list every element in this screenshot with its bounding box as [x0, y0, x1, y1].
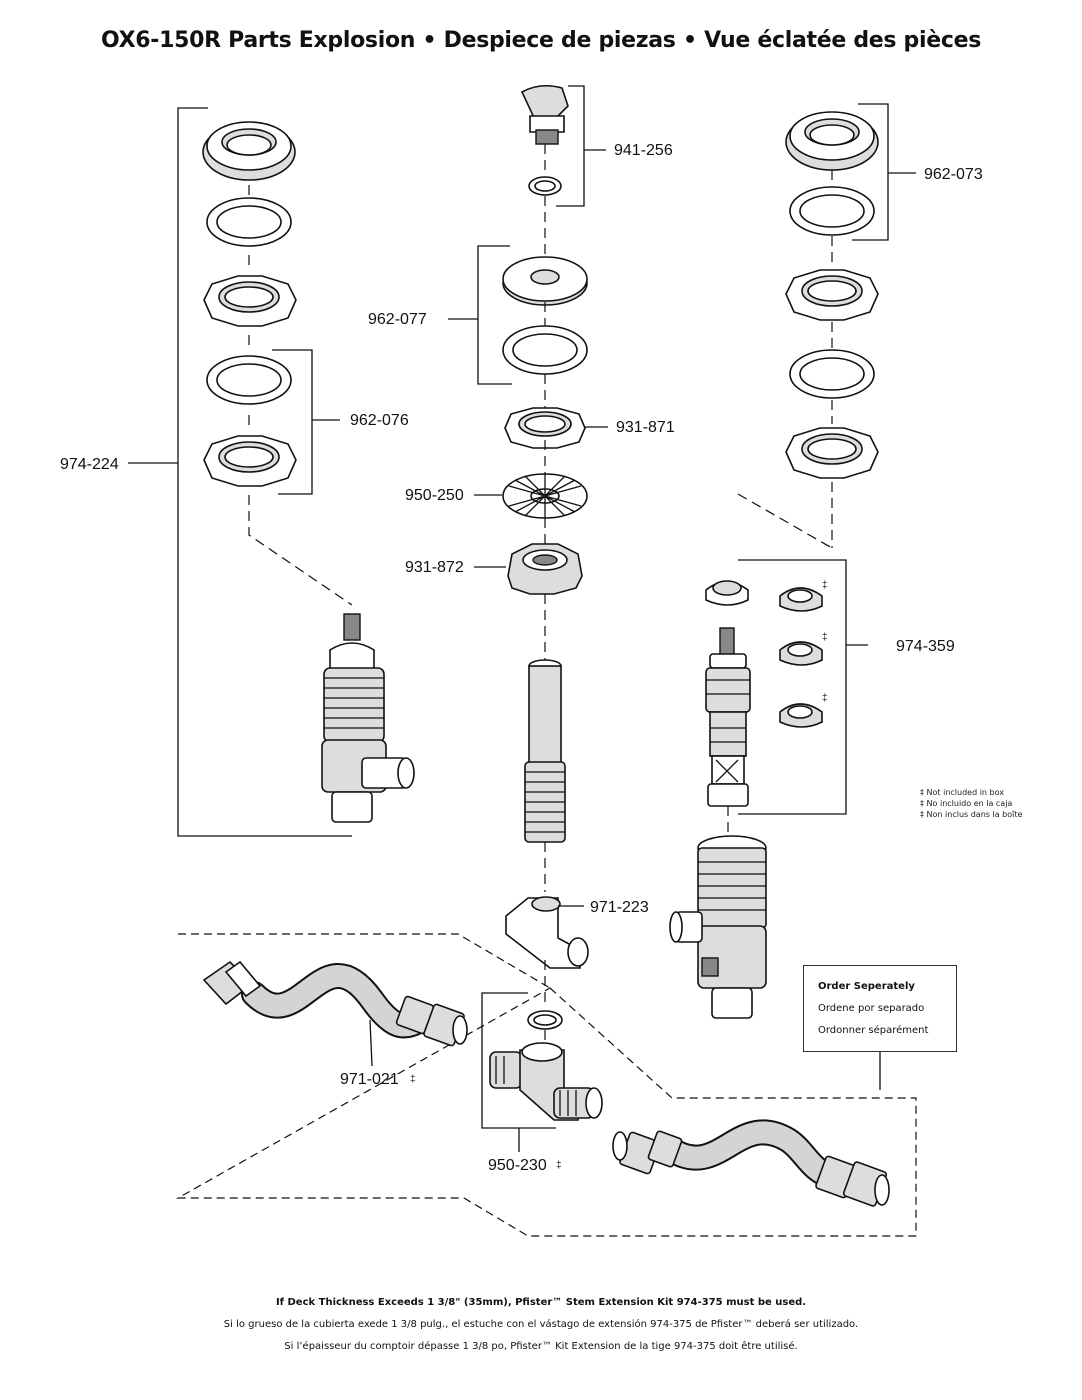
mark-alt-stop-2: ‡ [822, 632, 828, 643]
tee-950-230 [489, 1042, 603, 1121]
label-950-230: 950-230 [488, 1157, 547, 1174]
deck-thickness-footer: If Deck Thickness Exceeds 1 3/8" (35mm),… [0, 1292, 1082, 1358]
cartridge-stop [705, 580, 749, 606]
label-931-872: 931-872 [405, 559, 464, 576]
handle-adapter [520, 84, 569, 145]
footer-line-es: Si lo grueso de la cubierta exede 1 3/8 … [223, 1319, 859, 1330]
right-locknut-2 [785, 427, 879, 479]
label-950-250: 950-250 [405, 487, 464, 504]
order-separately-box: Order Seperately Ordene por separado Ord… [803, 965, 957, 1052]
mark-alt-stop-1: ‡ [822, 580, 828, 591]
label-962-077: 962-077 [368, 311, 427, 328]
order-line-en: Order Seperately [818, 981, 915, 992]
right-guide-line [737, 493, 833, 549]
left-locknut-2 [203, 435, 297, 487]
alt-stop-2 [779, 641, 823, 666]
not-included-note: ‡ Not included in box ‡ No incluido en l… [920, 788, 1023, 819]
bonnet-nut-931-872 [507, 543, 583, 595]
right-locknut-1 [785, 269, 879, 321]
right-washer-3 [789, 349, 875, 399]
mark-971-021: ‡ [410, 1074, 416, 1085]
hose-group-outline [175, 933, 917, 1237]
left-washer-3 [206, 355, 292, 405]
order-line-es: Ordene por separado [818, 1003, 925, 1014]
right-valve-body [669, 835, 767, 1019]
label-941-256: 941-256 [614, 142, 673, 159]
label-931-871: 931-871 [616, 419, 675, 436]
label-962-073: 962-073 [924, 166, 983, 183]
o-ring-941 [528, 176, 562, 196]
alt-stop-1 [779, 587, 823, 612]
bracket-974-359 [738, 559, 847, 815]
o-ring-950-230 [527, 1010, 563, 1030]
bracket-962-073 [852, 103, 889, 241]
alt-stop-3 [779, 703, 823, 728]
center-washer-1 [502, 256, 588, 306]
tee-971-223 [505, 896, 589, 969]
left-washer-1 [202, 121, 296, 181]
bracket-941-256 [556, 85, 585, 207]
mark-alt-stop-3: ‡ [822, 693, 828, 704]
left-washer-2 [206, 197, 292, 247]
label-962-076: 962-076 [350, 412, 409, 429]
left-supply-hose [202, 960, 468, 1047]
left-locknut-1 [203, 275, 297, 327]
page-title: OX6-150R Parts Explosion • Despiece de p… [100, 28, 982, 53]
footer-line-fr: Si l’épaisseur du comptoir dépasse 1 3/8… [284, 1341, 798, 1352]
right-supply-hose [612, 1119, 890, 1207]
bracket-962-077 [477, 245, 512, 385]
mark-950-230: ‡ [556, 1160, 562, 1171]
left-guide-line [248, 495, 353, 606]
label-971-021: 971-021 [340, 1071, 399, 1088]
bonnet-nut-931-871 [504, 407, 586, 449]
bearing-950-250 [502, 473, 588, 519]
cartridge-974-359 [705, 627, 751, 807]
footer-line-en: If Deck Thickness Exceeds 1 3/8" (35mm),… [275, 1297, 807, 1308]
stem-extension [524, 659, 566, 843]
label-974-224: 974-224 [60, 456, 119, 473]
center-washer-2 [502, 325, 588, 375]
order-line-fr: Ordonner séparément [818, 1025, 929, 1036]
right-washer-1 [785, 111, 879, 171]
bracket-962-076 [272, 349, 313, 495]
bracket-974-224 [177, 107, 352, 837]
right-washer-2 [789, 186, 875, 236]
left-valve-body [321, 613, 415, 823]
label-974-359: 974-359 [896, 638, 955, 655]
label-971-223: 971-223 [590, 899, 649, 916]
